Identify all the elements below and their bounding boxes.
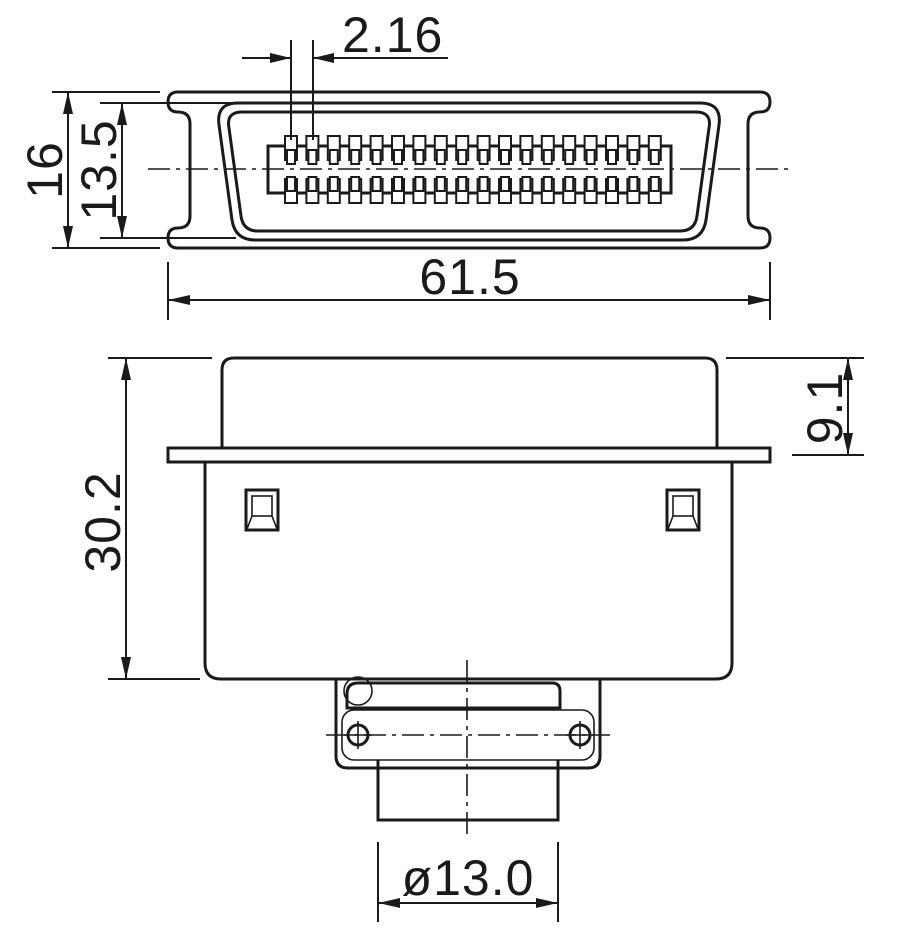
pin-top-10-tip (478, 149, 489, 165)
dim-height-outer-label: 16 (17, 141, 73, 199)
pin-bottom-8-tip (435, 176, 446, 192)
dim-pin-pitch: 2.16 (242, 7, 448, 140)
dim-width-overall-label: 61.5 (419, 249, 520, 305)
pin-top-5-tip (371, 149, 382, 165)
pin-top-13-tip (542, 149, 553, 165)
pin-top-12-tip (521, 149, 532, 165)
pin-bottom-13-tip (542, 176, 553, 192)
pin-top-2-tip (307, 149, 318, 165)
pin-bottom-1-tip (286, 176, 296, 192)
pin-top-3-tip (328, 149, 339, 165)
dim-depth-overall-label: 30.2 (75, 471, 131, 572)
pin-top-14-tip (564, 149, 575, 165)
contact-pins (284, 135, 662, 204)
pin-top-9-tip (457, 149, 468, 165)
pin-bottom-14-tip (564, 176, 575, 192)
pin-bottom-5-tip (371, 176, 382, 192)
pin-bottom-7-tip (414, 176, 425, 192)
cable (376, 760, 560, 822)
plug-shell (220, 356, 719, 448)
pin-bottom-15-tip (585, 176, 596, 192)
dim-pin-pitch-label: 2.16 (342, 7, 443, 63)
front-outer-shell (166, 90, 772, 250)
pin-bottom-3-tip (328, 176, 339, 192)
pin-top-7-tip (414, 149, 425, 165)
clamp-inner-plate (345, 681, 562, 710)
pin-bottom-6-tip (393, 176, 403, 192)
pin-top-15-tip (585, 149, 596, 165)
pin-top-4-tip (350, 149, 361, 165)
dim-height-inner-label: 13.5 (71, 119, 127, 220)
pin-bottom-16-tip (607, 176, 617, 192)
pin-bottom-18-tip (649, 176, 660, 192)
pin-bottom-2-tip (307, 176, 318, 192)
pin-top-18-tip (649, 149, 660, 165)
front-d-outline-inner (227, 110, 711, 233)
latch-window-right (665, 488, 701, 532)
cable-clamp (334, 679, 602, 770)
pin-bottom-11-tip (500, 176, 510, 192)
pin-top-1-tip (286, 149, 296, 165)
front-d-outline-outer (217, 101, 721, 242)
dim-width-overall: 61.5 (167, 249, 771, 320)
mounting-flange (166, 446, 772, 464)
front-view (148, 90, 790, 250)
dim-depth-overall: 30.2 (75, 357, 212, 680)
pin-bottom-4-tip (350, 176, 361, 192)
pin-top-11-tip (500, 149, 510, 165)
pin-bottom-12-tip (521, 176, 532, 192)
pin-top-16-tip (607, 149, 617, 165)
dim-height-outer: 16 (17, 91, 160, 249)
pin-top-17-tip (628, 149, 639, 165)
dim-height-inner: 13.5 (71, 102, 236, 239)
pin-top-8-tip (435, 149, 446, 165)
dim-cable-diameter: ø13.0 (377, 842, 559, 922)
pin-top-6-tip (393, 149, 403, 165)
pin-bottom-9-tip (457, 176, 468, 192)
pin-bottom-10-tip (478, 176, 489, 192)
dim-cable-diameter-label: ø13.0 (402, 850, 535, 906)
latch-window-left (244, 488, 280, 532)
backshell-body (203, 462, 734, 681)
dim-flange-depth: 9.1 (726, 357, 864, 456)
clamp-boss-left (343, 676, 373, 706)
dim-flange-depth-label: 9.1 (797, 372, 853, 445)
pin-bottom-17-tip (628, 176, 639, 192)
side-view (166, 356, 772, 840)
